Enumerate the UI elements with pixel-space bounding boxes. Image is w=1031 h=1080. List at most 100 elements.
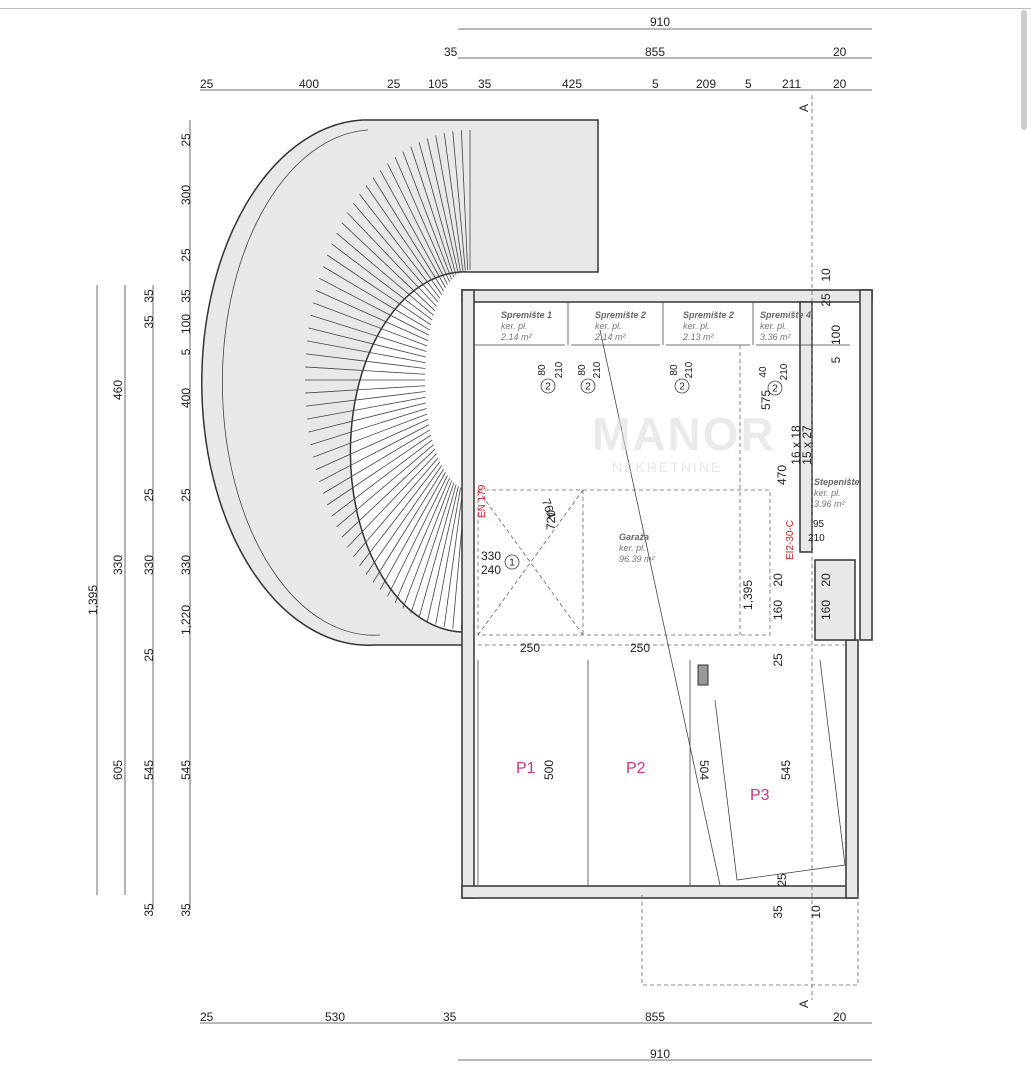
dim-text: 20 — [819, 573, 833, 587]
ramp-tread — [312, 302, 428, 347]
dim-text: 1,395 — [741, 580, 755, 610]
dim-text: 211 — [782, 77, 801, 91]
ramp-tread — [322, 429, 431, 494]
ramp-tread — [435, 487, 462, 625]
building-walls — [461, 289, 873, 899]
scrollbar[interactable] — [1021, 10, 1027, 130]
dim-text: 605 — [111, 760, 125, 780]
dim-text: 425 — [562, 77, 582, 91]
dim-text: 910 — [650, 1047, 670, 1061]
dim-text: 210 — [554, 361, 565, 378]
dim-text: 545 — [142, 760, 156, 780]
room-floor: ker. pl. — [814, 488, 841, 498]
watermark-logo: MANOR — [592, 408, 776, 460]
dim-text: 35 — [142, 903, 156, 917]
dim-text: 210 — [684, 361, 695, 378]
ramp-tread — [347, 453, 437, 548]
ramp-tread — [394, 157, 450, 283]
dim-text: 25 — [819, 293, 833, 307]
dim-text: 250 — [520, 641, 540, 655]
ramp-tread — [341, 222, 436, 312]
room-floor: ker. pl. — [501, 321, 528, 331]
dim-text: 250 — [630, 641, 650, 655]
ramp-tread — [347, 212, 437, 307]
ramp-tread — [319, 424, 430, 483]
parking-p3: P3 — [750, 787, 770, 804]
dim-text: 40 — [758, 366, 769, 378]
dim-text: 160 — [771, 600, 785, 620]
ramp-tread — [331, 439, 433, 517]
ramp-tread — [379, 472, 446, 590]
ramp-tread — [305, 385, 426, 394]
fire-door-label: EN 179 — [477, 484, 488, 518]
ramp-tread — [359, 461, 441, 567]
dim-text: 545 — [179, 760, 193, 780]
room-area: 96.39 m² — [619, 554, 656, 564]
dim-text: 10 — [819, 268, 833, 282]
ramp-tread — [365, 465, 443, 575]
ramp-tread — [305, 366, 426, 375]
room-name: Spremište 2 — [683, 310, 734, 320]
dim-text: 330 — [142, 555, 156, 575]
dim-text: 210 — [592, 361, 603, 378]
ramp-tread — [365, 185, 443, 295]
ramp-tread — [460, 130, 469, 271]
ramp-tread — [372, 468, 444, 583]
dim-text: 209 — [696, 77, 716, 91]
ramp-tread — [308, 327, 427, 358]
dim-text: 25 — [775, 873, 789, 887]
ramp-tread — [306, 340, 426, 364]
dim-text: 105 — [428, 77, 448, 91]
dim-text: 500 — [542, 760, 556, 780]
dim-text: 100 — [829, 325, 843, 345]
dim-text: 545 — [779, 760, 793, 780]
dim-text: 35 — [443, 1010, 457, 1024]
room-name: Spremište 2 — [595, 310, 646, 320]
dim-text: 10 — [809, 905, 823, 919]
door-tag: 2 — [674, 378, 690, 394]
ramp-tread — [443, 488, 464, 627]
door-tag: 2 — [540, 378, 556, 394]
dim-text: 20 — [771, 573, 785, 587]
ramp-tread — [410, 146, 455, 278]
ramp-tread — [336, 444, 434, 528]
ramp-tread — [306, 396, 426, 420]
ramp-tread — [315, 419, 429, 470]
door-tag: 2 — [580, 378, 596, 394]
ramp-tread — [305, 353, 426, 369]
section-mark: A — [797, 1000, 811, 1008]
watermark-sub: NEKRETNINE — [612, 459, 722, 475]
dim-text: 25 — [142, 488, 156, 502]
room-floor: ker. pl. — [683, 321, 710, 331]
dim-text: 530 — [325, 1010, 345, 1024]
ramp-tread — [426, 486, 459, 622]
dim-text: 35 — [444, 45, 458, 59]
dim-text: 35 — [478, 77, 492, 91]
parking-p1: P1 — [516, 760, 536, 777]
room-floor: ker. pl. — [619, 543, 646, 553]
ramp-tread — [336, 232, 434, 316]
door-tag-number: 2 — [585, 382, 591, 393]
ramp-tread — [305, 391, 426, 407]
dim-text: 35 — [771, 905, 785, 919]
dim-text: 575 — [759, 390, 773, 410]
room-area: 2.14 m² — [500, 332, 533, 342]
ramp-tread — [331, 243, 433, 321]
dim-text: 80 — [669, 364, 680, 376]
room-floor: ker. pl. — [595, 321, 622, 331]
dim-text: 5 — [179, 348, 193, 355]
room-area: 2.13 m² — [682, 332, 715, 342]
door-tag-number: 1 — [509, 558, 515, 569]
dim-text: 400 — [299, 77, 319, 91]
dim-text: 25 — [387, 77, 401, 91]
dim-text: 25 — [200, 77, 214, 91]
dim-text: 210 — [808, 533, 825, 544]
dim-text: 160 — [819, 600, 833, 620]
ramp-tread — [310, 314, 427, 352]
ramp-tread — [418, 142, 457, 276]
room-name: Garaža — [619, 532, 649, 542]
dim-text: 300 — [179, 185, 193, 205]
room-spremiste-2a: Spremište 2 ker. pl. 2.14 m² — [594, 310, 646, 342]
dim-text: 855 — [645, 1010, 665, 1024]
dim-text: 16 x 18 — [789, 425, 803, 465]
